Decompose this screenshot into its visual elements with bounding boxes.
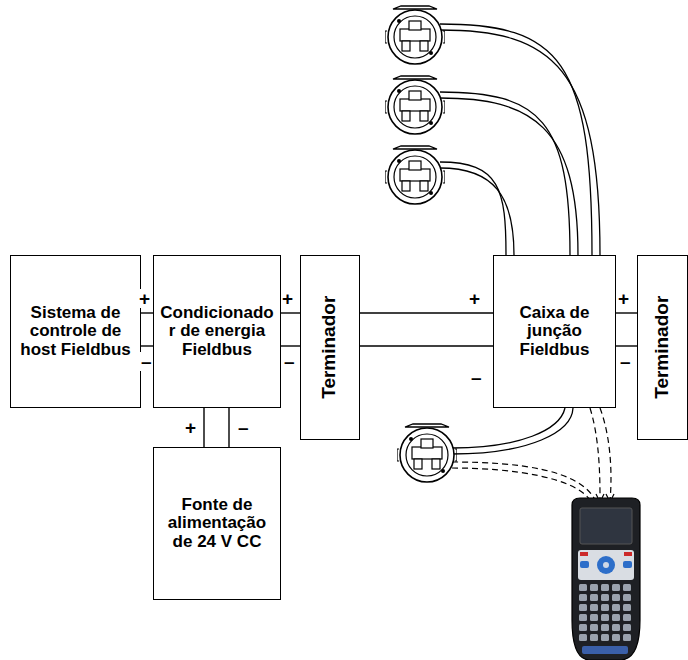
box-label: Fonte de alimentação de 24 V CC bbox=[154, 496, 280, 551]
box-label: Sistema de controle de host Fieldbus bbox=[11, 304, 140, 359]
bus-wire-pair bbox=[616, 313, 637, 346]
polarity-sign: – bbox=[237, 418, 250, 437]
host-system-box: Sistema de controle de host Fieldbus bbox=[10, 255, 141, 408]
bus-wire-pair bbox=[204, 408, 229, 447]
power-supply-box: Fonte de alimentação de 24 V CC bbox=[153, 447, 281, 600]
polarity-sign: + bbox=[184, 418, 197, 437]
polarity-sign: + bbox=[617, 289, 630, 308]
polarity-sign: – bbox=[619, 352, 632, 371]
polarity-sign: – bbox=[283, 352, 296, 371]
polarity-sign: + bbox=[468, 289, 481, 308]
polarity-sign: + bbox=[281, 289, 294, 308]
box-label: Terminador bbox=[320, 292, 341, 403]
bus-wire-pair bbox=[141, 313, 153, 346]
bus-wire-pair bbox=[281, 313, 300, 346]
bus-wire-pair bbox=[360, 313, 493, 346]
junction-box: Caixa de junção Fieldbus bbox=[493, 255, 616, 408]
polarity-sign: + bbox=[138, 289, 151, 308]
box-label: Condicionador de energia Fieldbus bbox=[154, 304, 280, 359]
polarity-sign: – bbox=[470, 368, 483, 387]
terminator-box: Terminador bbox=[637, 255, 688, 440]
box-label: Terminador bbox=[652, 292, 673, 403]
polarity-sign: – bbox=[140, 352, 153, 371]
box-label: Caixa de junção Fieldbus bbox=[494, 304, 615, 359]
terminator-box: Terminador bbox=[300, 255, 360, 440]
power-conditioner-box: Condicionador de energia Fieldbus bbox=[153, 255, 281, 408]
